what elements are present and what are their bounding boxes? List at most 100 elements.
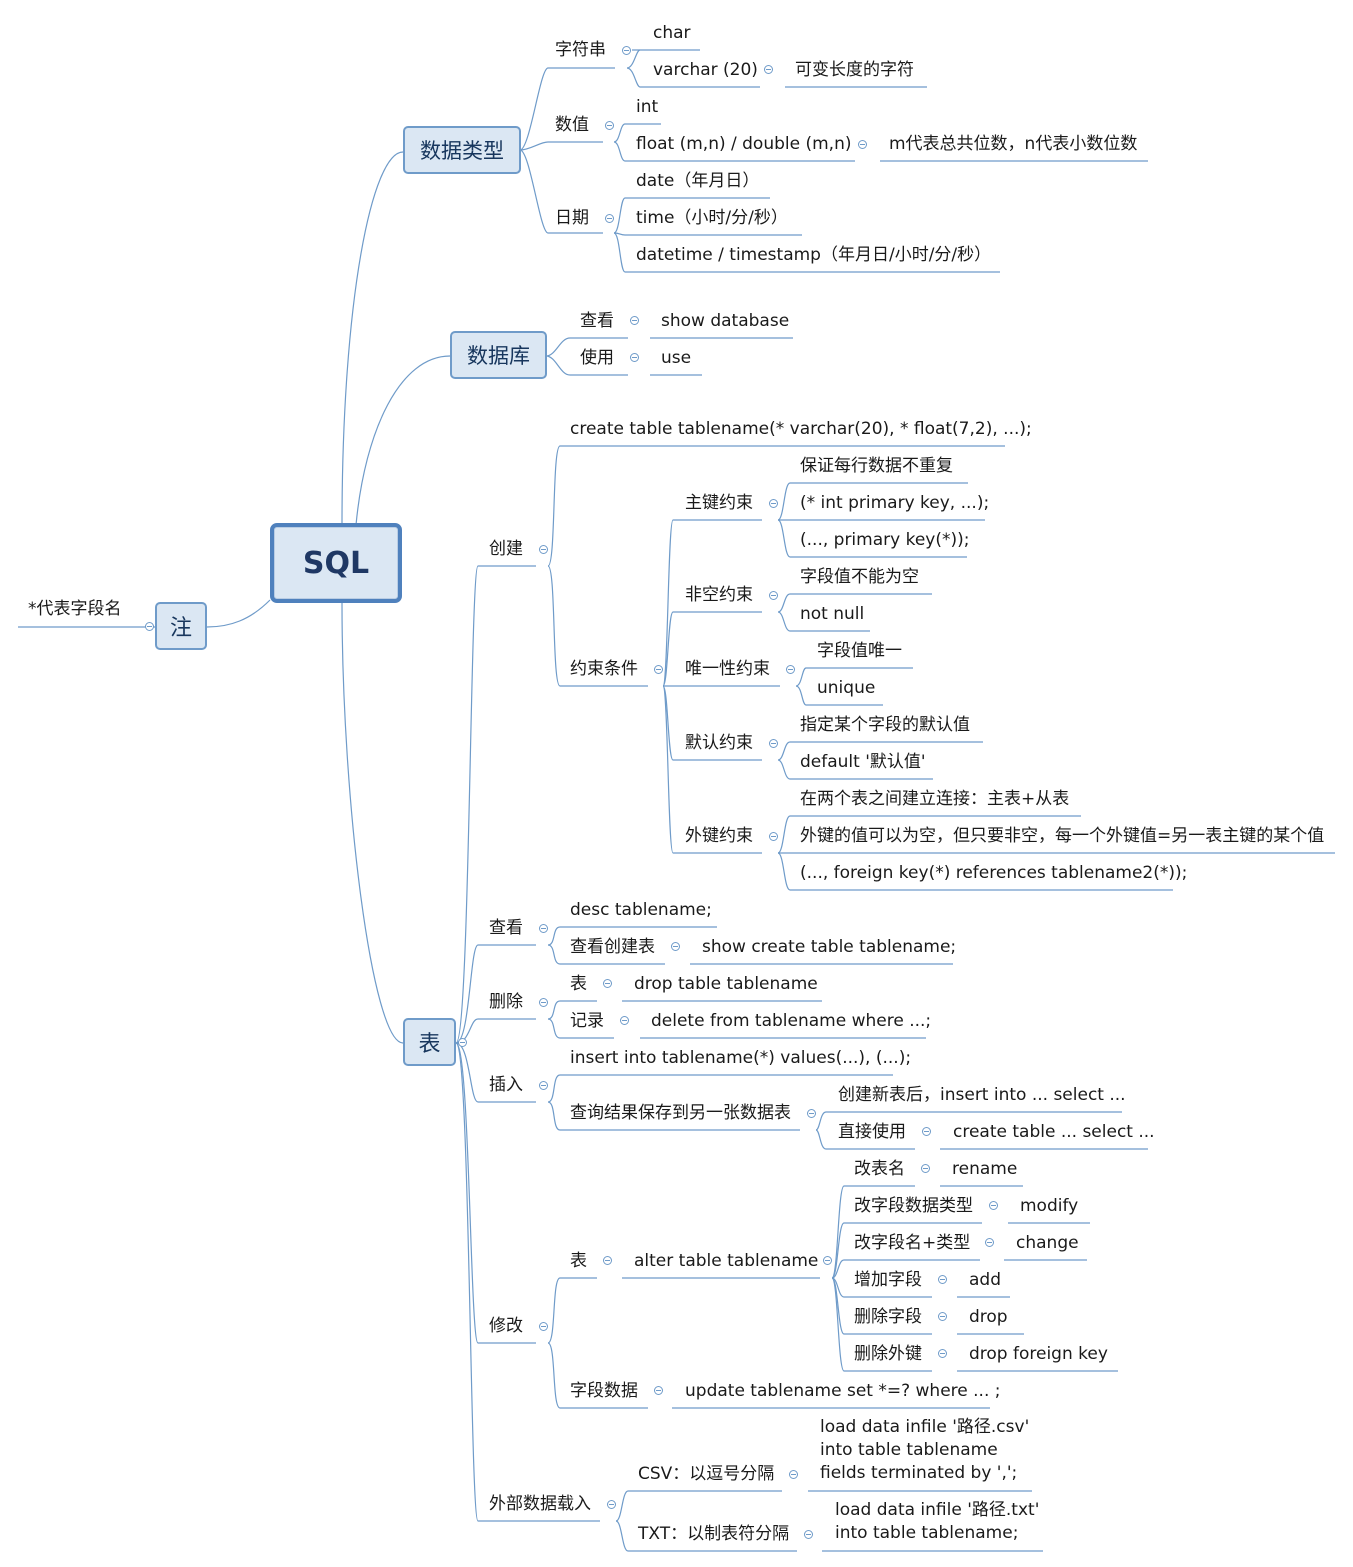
note-content[interactable]: *代表字段名 [28,599,122,619]
collapse-icon[interactable] [769,832,778,841]
collapse-icon[interactable] [607,1500,616,1509]
datatype-datetime[interactable]: datetime / timestamp（年月日/小时/分/秒） [636,245,992,265]
notnull-item-1[interactable]: 字段值不能为空 [800,567,919,587]
table-view-desc[interactable]: desc tablename; [570,900,712,920]
pk-item-1[interactable]: 保证每行数据不重复 [800,456,953,476]
collapse-icon[interactable] [804,1530,813,1539]
unique-item-2[interactable]: unique [817,678,876,698]
insert-save-direct-label[interactable]: 直接使用 [838,1122,906,1142]
collapse-icon[interactable] [630,316,639,325]
fk-label[interactable]: 外键约束 [685,826,753,846]
collapse-icon[interactable] [458,1038,467,1047]
collapse-icon[interactable] [769,499,778,508]
collapse-icon[interactable] [654,1386,663,1395]
default-label[interactable]: 默认约束 [685,733,753,753]
datatype-time[interactable]: time（小时/分/秒） [636,208,788,228]
collapse-icon[interactable] [630,353,639,362]
collapse-icon[interactable] [605,121,614,130]
modify-op-1-cmd[interactable]: rename [952,1159,1018,1179]
unique-item-1[interactable]: 字段值唯一 [817,641,902,661]
collapse-icon[interactable] [807,1109,816,1118]
modify-op-5-cmd[interactable]: drop [969,1307,1008,1327]
delete-table-label[interactable]: 表 [570,974,587,994]
modify-table-label[interactable]: 表 [570,1251,587,1271]
fk-item-1[interactable]: 在两个表之间建立连接：主表+从表 [800,789,1070,809]
collapse-icon[interactable] [922,1127,931,1136]
collapse-icon[interactable] [539,998,548,1007]
table-create-label[interactable]: 创建 [489,539,523,559]
notnull-label[interactable]: 非空约束 [685,585,753,605]
datatype-string-label[interactable]: 字符串 [555,40,606,60]
root-topic-sql[interactable]: SQL [270,523,402,603]
topic-database[interactable]: 数据库 [450,331,547,379]
pk-item-2[interactable]: (* int primary key, ...); [800,493,990,513]
collapse-icon[interactable] [539,1081,548,1090]
default-item-1[interactable]: 指定某个字段的默认值 [800,715,970,735]
collapse-icon[interactable] [620,1016,629,1025]
delete-record-cmd[interactable]: delete from tablename where ...; [651,1011,932,1031]
load-csv-cmd[interactable]: load data infile '路径.csv' into table tab… [820,1417,1030,1483]
modify-op-6-label[interactable]: 删除外键 [854,1344,922,1364]
collapse-icon[interactable] [985,1238,994,1247]
table-delete-label[interactable]: 删除 [489,992,523,1012]
topic-table[interactable]: 表 [403,1018,456,1066]
topic-note[interactable]: 注 [155,602,207,650]
collapse-icon[interactable] [858,140,867,149]
modify-field-cmd[interactable]: update tablename set *=? where ... ; [685,1381,1001,1401]
modify-op-3-cmd[interactable]: change [1016,1233,1079,1253]
datatype-varchar-desc[interactable]: 可变长度的字符 [795,60,914,80]
collapse-icon[interactable] [938,1312,947,1321]
fk-item-2[interactable]: 外键的值可以为空，但只要非空，每一个外键值=另一表主键的某个值 [800,826,1325,846]
datatype-date[interactable]: date（年月日） [636,171,760,191]
collapse-icon[interactable] [823,1256,832,1265]
collapse-icon[interactable] [671,942,680,951]
collapse-icon[interactable] [603,979,612,988]
table-view-show-create-cmd[interactable]: show create table tablename; [702,937,957,957]
delete-record-label[interactable]: 记录 [570,1011,604,1031]
database-use-cmd[interactable]: use [661,348,692,368]
table-view-show-create-label[interactable]: 查看创建表 [570,937,655,957]
database-view-cmd[interactable]: show database [661,311,790,331]
database-view-label[interactable]: 查看 [580,311,614,331]
pk-label[interactable]: 主键约束 [685,493,753,513]
datatype-char[interactable]: char [653,23,691,43]
collapse-icon[interactable] [764,65,773,74]
modify-field-label[interactable]: 字段数据 [570,1381,638,1401]
pk-item-3[interactable]: (..., primary key(*)); [800,530,970,550]
collapse-icon[interactable] [603,1256,612,1265]
collapse-icon[interactable] [605,214,614,223]
collapse-icon[interactable] [654,665,663,674]
collapse-icon[interactable] [539,545,548,554]
fk-item-3[interactable]: (..., foreign key(*) references tablenam… [800,863,1188,883]
collapse-icon[interactable] [769,739,778,748]
delete-table-cmd[interactable]: drop table tablename [634,974,818,994]
load-csv-label[interactable]: CSV：以逗号分隔 [638,1464,775,1484]
topic-datatypes[interactable]: 数据类型 [403,126,521,174]
modify-table-alter[interactable]: alter table tablename [634,1251,819,1271]
load-txt-label[interactable]: TXT：以制表符分隔 [638,1524,790,1544]
table-insert-label[interactable]: 插入 [489,1075,523,1095]
table-create-stmt[interactable]: create table tablename(* varchar(20), * … [570,419,1032,439]
table-modify-label[interactable]: 修改 [489,1316,523,1336]
modify-op-2-label[interactable]: 改字段数据类型 [854,1196,973,1216]
modify-op-3-label[interactable]: 改字段名+类型 [854,1233,971,1253]
datatype-float-desc[interactable]: m代表总共位数，n代表小数位数 [889,134,1138,154]
datatype-numeric-label[interactable]: 数值 [555,115,589,135]
collapse-icon[interactable] [921,1164,930,1173]
modify-op-4-label[interactable]: 增加字段 [854,1270,922,1290]
notnull-item-2[interactable]: not null [800,604,865,624]
modify-op-1-label[interactable]: 改表名 [854,1159,905,1179]
collapse-icon[interactable] [145,622,154,631]
unique-label[interactable]: 唯一性约束 [685,659,770,679]
collapse-icon[interactable] [769,591,778,600]
datatype-date-label[interactable]: 日期 [555,208,589,228]
datatype-int[interactable]: int [636,97,659,117]
collapse-icon[interactable] [539,924,548,933]
insert-save-label[interactable]: 查询结果保存到另一张数据表 [570,1103,791,1123]
modify-op-5-label[interactable]: 删除字段 [854,1307,922,1327]
modify-op-2-cmd[interactable]: modify [1020,1196,1079,1216]
collapse-icon[interactable] [938,1349,947,1358]
collapse-icon[interactable] [989,1201,998,1210]
database-use-label[interactable]: 使用 [580,348,614,368]
collapse-icon[interactable] [786,665,795,674]
